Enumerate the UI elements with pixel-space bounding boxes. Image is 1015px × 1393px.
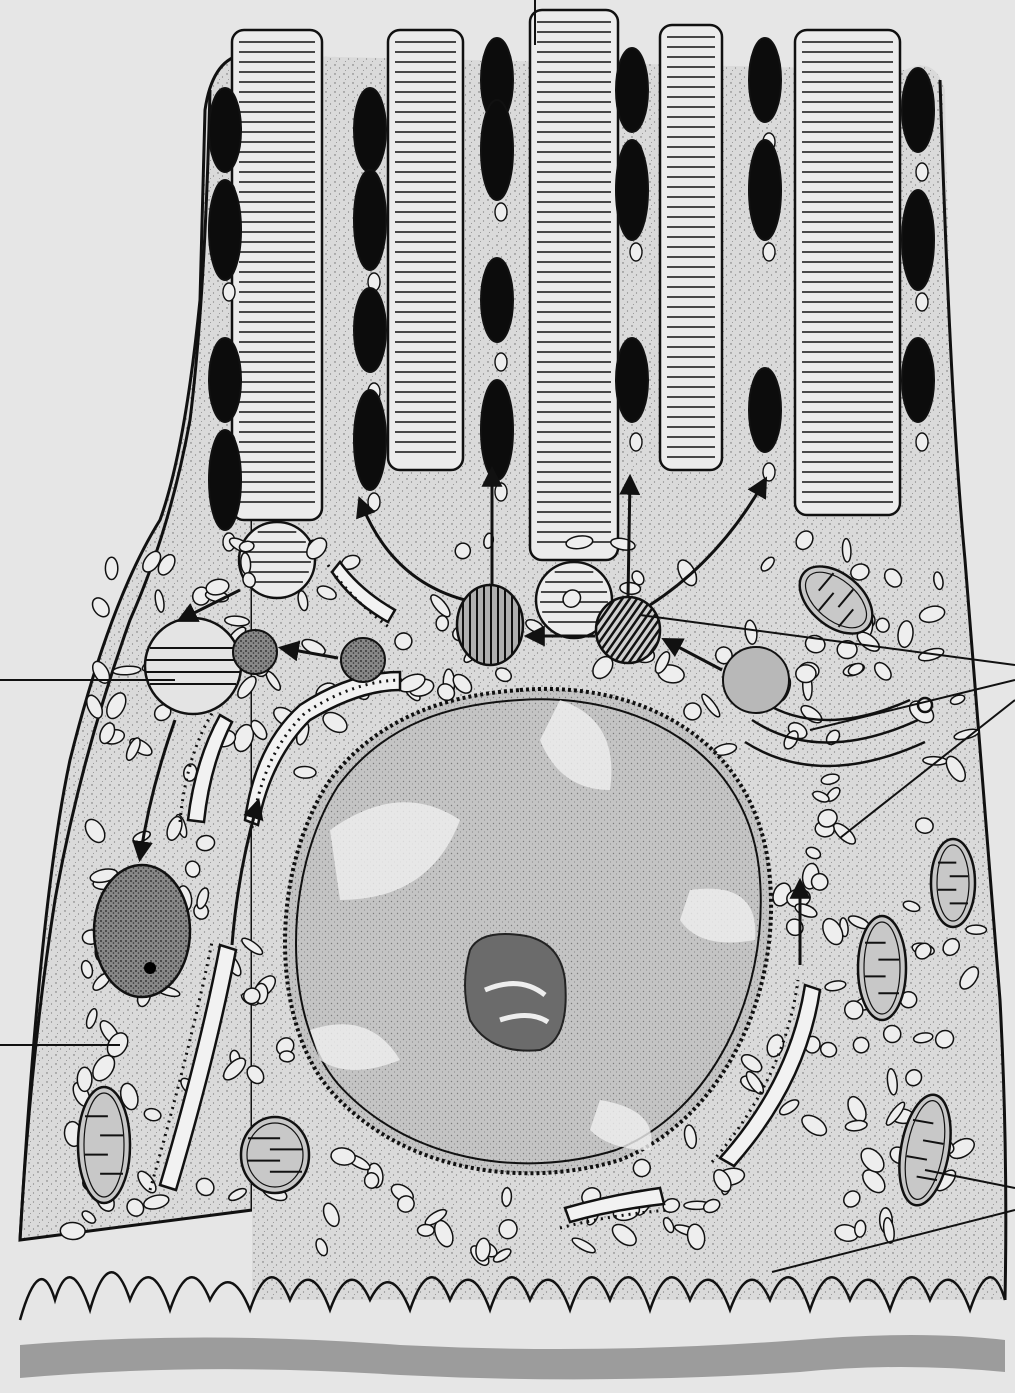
lysosome: [233, 630, 277, 674]
residual-body: [94, 865, 190, 997]
mitochondrion: [931, 839, 975, 927]
basement-membrane: [20, 1335, 1005, 1379]
vesicle: [89, 595, 112, 620]
vesicle: [502, 1187, 512, 1206]
lipofuscin-granule: [144, 962, 156, 974]
phagosome-lamellar: [145, 618, 241, 714]
vesicle: [842, 538, 852, 562]
vesicle: [436, 616, 449, 631]
outer-segment: [795, 30, 900, 515]
lysosome: [341, 638, 385, 682]
mitochondrion: [858, 916, 906, 1020]
apical-process: [902, 68, 934, 451]
outer-segment: [388, 30, 463, 470]
apical-process: [354, 88, 386, 511]
vesicle: [364, 1172, 379, 1188]
vesicle: [294, 766, 316, 778]
outer-segment: [660, 25, 722, 470]
vesicle: [77, 1067, 92, 1091]
mitochondrion: [241, 1117, 309, 1193]
mitochondrion: [78, 1087, 130, 1203]
phagosome-striped: [457, 585, 523, 665]
vesicle: [418, 1225, 435, 1237]
arrow-icon: [628, 478, 630, 598]
outer-segment: [232, 30, 322, 598]
vesicle: [279, 1051, 294, 1063]
phagosome-striped: [596, 597, 660, 663]
vesicle: [105, 557, 117, 579]
nucleolus: [465, 934, 566, 1051]
apical-process: [481, 38, 513, 501]
nucleus: [285, 689, 771, 1173]
vesicle: [60, 1222, 85, 1240]
lysosome: [723, 647, 789, 713]
vesicle: [966, 925, 987, 935]
vesicle: [795, 664, 816, 683]
